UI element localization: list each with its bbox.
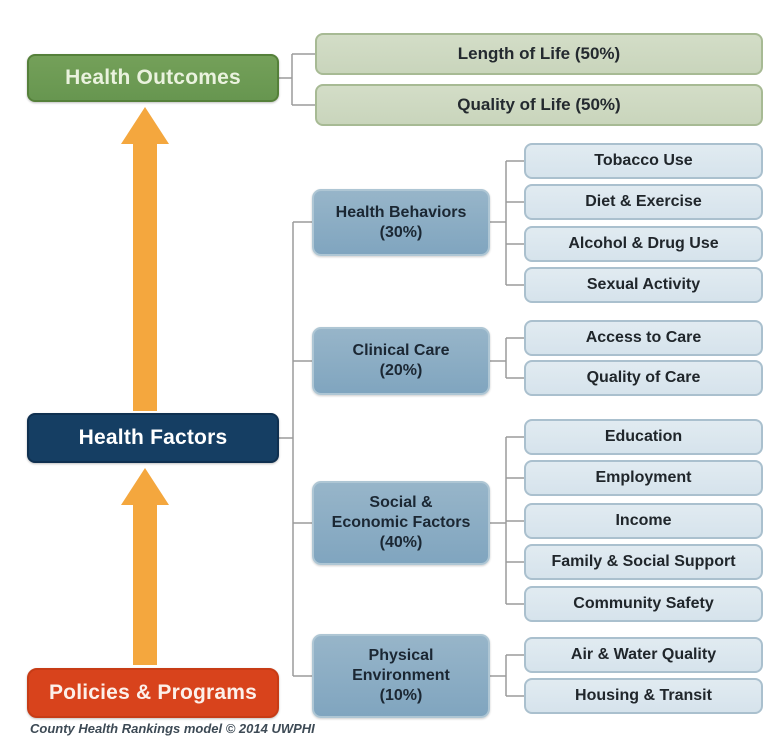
category-health-behaviors-box: Health Behaviors (30%) xyxy=(312,189,490,256)
connector-factors-spine xyxy=(279,221,312,677)
child-label: Community Safety xyxy=(573,595,714,612)
family-social-support-box: Family & Social Support xyxy=(524,544,763,580)
category-physical-environment-box: Physical Environment (10%) xyxy=(312,634,490,718)
category-social-economic-factors-box: Social & Economic Factors (40%) xyxy=(312,481,490,565)
up-arrow-policies-to-factors-icon xyxy=(121,468,169,665)
category-label-line: Social & xyxy=(369,494,433,511)
quality-of-life-label: Quality of Life (50%) xyxy=(457,95,621,114)
access-to-care-box: Access to Care xyxy=(524,320,763,356)
length-of-life-box: Length of Life (50%) xyxy=(315,33,763,75)
connector-physical-environment-bracket xyxy=(490,654,524,697)
quality-of-life-box: Quality of Life (50%) xyxy=(315,84,763,126)
category-weight: (30%) xyxy=(379,223,423,241)
child-label: Sexual Activity xyxy=(586,276,701,293)
connector-social-economic-bracket xyxy=(490,436,524,605)
quality-of-care-box: Quality of Care xyxy=(524,360,763,396)
connector-outcomes-bracket xyxy=(279,53,315,106)
category-label-line: Clinical Care xyxy=(352,342,450,359)
health-factors-label: Health Factors xyxy=(78,426,228,449)
policies-programs-label: Policies & Programs xyxy=(48,681,258,704)
health-outcomes-label: Health Outcomes xyxy=(65,66,241,89)
up-arrow-factors-to-outcomes-icon xyxy=(121,107,169,411)
sexual-activity-box: Sexual Activity xyxy=(524,267,763,303)
child-label: Family & Social Support xyxy=(551,553,736,570)
child-label: Quality of Care xyxy=(586,369,701,386)
category-clinical-care-box: Clinical Care (20%) xyxy=(312,327,490,395)
connector-health-behaviors-bracket xyxy=(490,160,524,286)
child-label: Access to Care xyxy=(585,329,702,346)
category-label-line: Health Behaviors xyxy=(335,203,467,221)
child-label: Tobacco Use xyxy=(594,152,693,169)
policies-programs-box: Policies & Programs xyxy=(27,668,279,718)
alcohol-drug-use-box: Alcohol & Drug Use xyxy=(524,226,763,262)
child-label: Housing & Transit xyxy=(575,687,712,704)
diet-exercise-box: Diet & Exercise xyxy=(524,184,763,220)
health-outcomes-box: Health Outcomes xyxy=(27,54,279,102)
tobacco-use-box: Tobacco Use xyxy=(524,143,763,179)
connector-clinical-care-bracket xyxy=(490,337,524,379)
employment-box: Employment xyxy=(524,460,763,496)
category-weight: (10%) xyxy=(379,687,423,704)
category-label-line: Physical xyxy=(368,647,434,664)
education-box: Education xyxy=(524,419,763,455)
category-weight: (20%) xyxy=(379,362,423,379)
child-label: Diet & Exercise xyxy=(585,193,702,210)
health-factors-box: Health Factors xyxy=(27,413,279,463)
air-water-quality-box: Air & Water Quality xyxy=(524,637,763,673)
community-safety-box: Community Safety xyxy=(524,586,763,622)
housing-transit-box: Housing & Transit xyxy=(524,678,763,714)
category-label-line: Economic Factors xyxy=(331,514,471,531)
child-label: Education xyxy=(604,428,683,445)
child-label: Employment xyxy=(595,469,692,486)
child-label: Air & Water Quality xyxy=(570,646,717,663)
length-of-life-label: Length of Life (50%) xyxy=(457,44,621,63)
income-box: Income xyxy=(524,503,763,539)
child-label: Income xyxy=(615,512,672,529)
child-label: Alcohol & Drug Use xyxy=(568,235,719,252)
footer-attribution: County Health Rankings model © 2014 UWPH… xyxy=(30,721,315,736)
category-weight: (40%) xyxy=(379,534,423,551)
category-label-line: Environment xyxy=(352,667,450,684)
